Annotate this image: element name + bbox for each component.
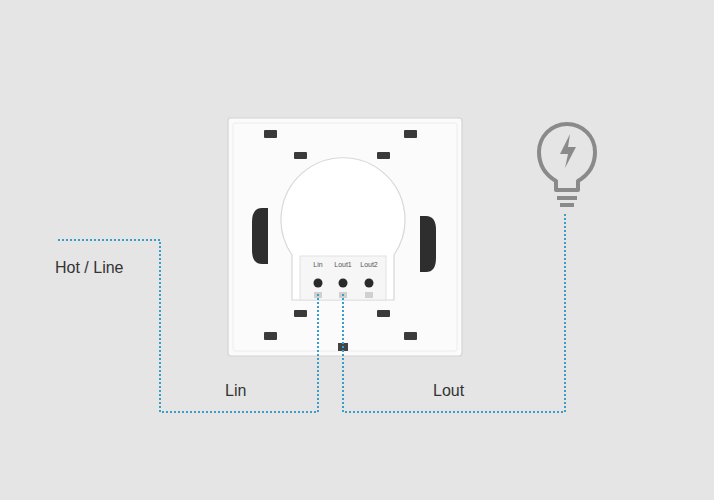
wire-label: Lout [433, 383, 464, 399]
load-out-wire [343, 212, 565, 412]
right-clip [420, 216, 436, 272]
terminal-label: Lin [313, 261, 322, 268]
light-bulb-icon [539, 124, 595, 205]
terminal-label: Lout1 [334, 261, 352, 268]
plate-inner-edge [233, 123, 457, 351]
terminal-holes [314, 279, 374, 288]
relay-module [281, 158, 405, 300]
wire-label: Lin [225, 383, 246, 399]
wire-label: Hot / Line [55, 260, 123, 276]
terminal-label: Lout2 [360, 261, 378, 268]
switch-plate [228, 118, 462, 356]
terminal-block [300, 256, 386, 300]
mounting-slots [264, 130, 417, 340]
lightning-bolt [560, 134, 576, 168]
left-clip [252, 208, 268, 264]
